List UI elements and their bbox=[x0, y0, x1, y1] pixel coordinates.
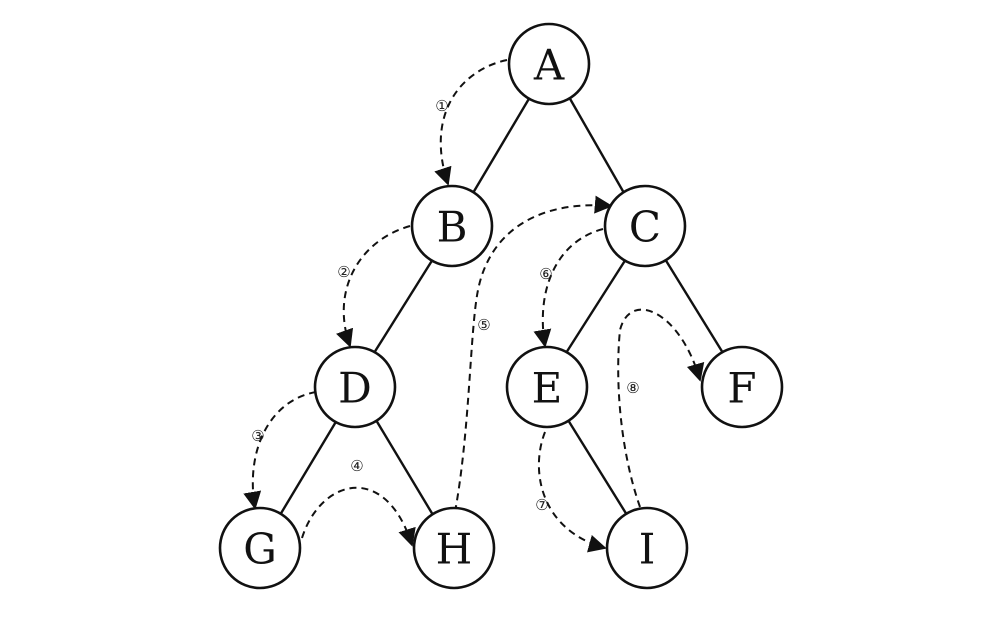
traversal-arrow-8 bbox=[617, 308, 705, 508]
svg-text:⑤: ⑤ bbox=[477, 316, 490, 334]
traversal-arrow-5 bbox=[454, 195, 613, 513]
edge-e-i bbox=[566, 419, 629, 516]
traversal-arrow-3 bbox=[243, 391, 317, 510]
tree-nodes: A B C D E F G H bbox=[218, 22, 784, 590]
svg-text:④: ④ bbox=[350, 457, 363, 475]
tree-edges bbox=[278, 96, 725, 516]
node-i: I bbox=[605, 506, 689, 590]
node-i-label: I bbox=[639, 525, 656, 574]
traversal-arrow-1 bbox=[434, 59, 508, 186]
node-g-label: G bbox=[243, 525, 277, 574]
node-e-label: E bbox=[532, 364, 563, 413]
node-c-label: C bbox=[629, 203, 661, 252]
step-label-8: ⑧ bbox=[626, 379, 639, 397]
traversal-arrow-4 bbox=[301, 486, 416, 547]
svg-text:⑦: ⑦ bbox=[535, 496, 548, 514]
node-d: D bbox=[313, 345, 397, 429]
edge-c-e bbox=[564, 258, 628, 354]
svg-text:⑧: ⑧ bbox=[626, 379, 639, 397]
svg-text:①: ① bbox=[435, 97, 448, 115]
step-label-7: ⑦ bbox=[535, 496, 548, 514]
node-h-label: H bbox=[436, 525, 473, 574]
step-label-5: ⑤ bbox=[477, 316, 490, 334]
node-e: E bbox=[505, 345, 589, 429]
node-a-label: A bbox=[533, 41, 565, 90]
node-d-label: D bbox=[338, 364, 372, 413]
node-b: B bbox=[410, 184, 494, 268]
step-label-3: ③ bbox=[251, 427, 264, 445]
step-label-1: ① bbox=[435, 97, 448, 115]
step-label-2: ② bbox=[337, 263, 350, 281]
node-g: G bbox=[218, 506, 302, 590]
edge-c-f bbox=[663, 258, 725, 354]
step-label-6: ⑥ bbox=[539, 265, 552, 283]
node-f-label: F bbox=[727, 364, 756, 413]
svg-text:⑥: ⑥ bbox=[539, 265, 552, 283]
traversal-arrow-2 bbox=[336, 225, 411, 348]
step-labels: ① ② ③ ④ ⑤ ⑥ ⑦ ⑧ bbox=[251, 97, 639, 514]
node-c: C bbox=[603, 184, 687, 268]
svg-text:②: ② bbox=[337, 263, 350, 281]
traversal-arrows bbox=[243, 59, 705, 553]
node-b-label: B bbox=[437, 203, 468, 252]
node-f: F bbox=[700, 345, 784, 429]
traversal-arrow-7 bbox=[537, 431, 607, 553]
step-label-4: ④ bbox=[350, 457, 363, 475]
edge-d-g bbox=[278, 419, 339, 516]
node-a: A bbox=[507, 22, 591, 106]
traversal-arrow-6 bbox=[533, 228, 604, 348]
node-h: H bbox=[412, 506, 496, 590]
edge-b-d bbox=[372, 258, 435, 354]
edge-a-c bbox=[567, 96, 626, 194]
svg-text:③: ③ bbox=[251, 427, 264, 445]
edge-d-h bbox=[374, 419, 435, 516]
edge-a-b bbox=[471, 96, 532, 194]
